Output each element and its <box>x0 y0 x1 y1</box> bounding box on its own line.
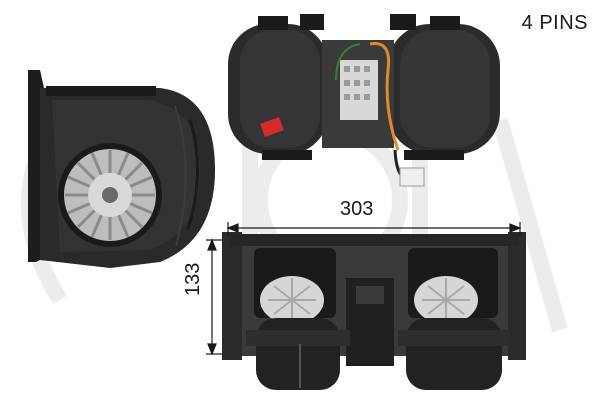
width-dimension-label: 303 <box>340 198 374 220</box>
height-dimension-line <box>206 238 222 356</box>
blower-front-view-image <box>222 232 526 390</box>
blower-top-view-image <box>228 14 500 187</box>
height-dimension-label: 133 <box>182 262 204 296</box>
pin-count-label: 4 PINS <box>521 12 588 34</box>
blower-side-view-image <box>28 70 215 268</box>
width-dimension-line <box>226 222 522 236</box>
